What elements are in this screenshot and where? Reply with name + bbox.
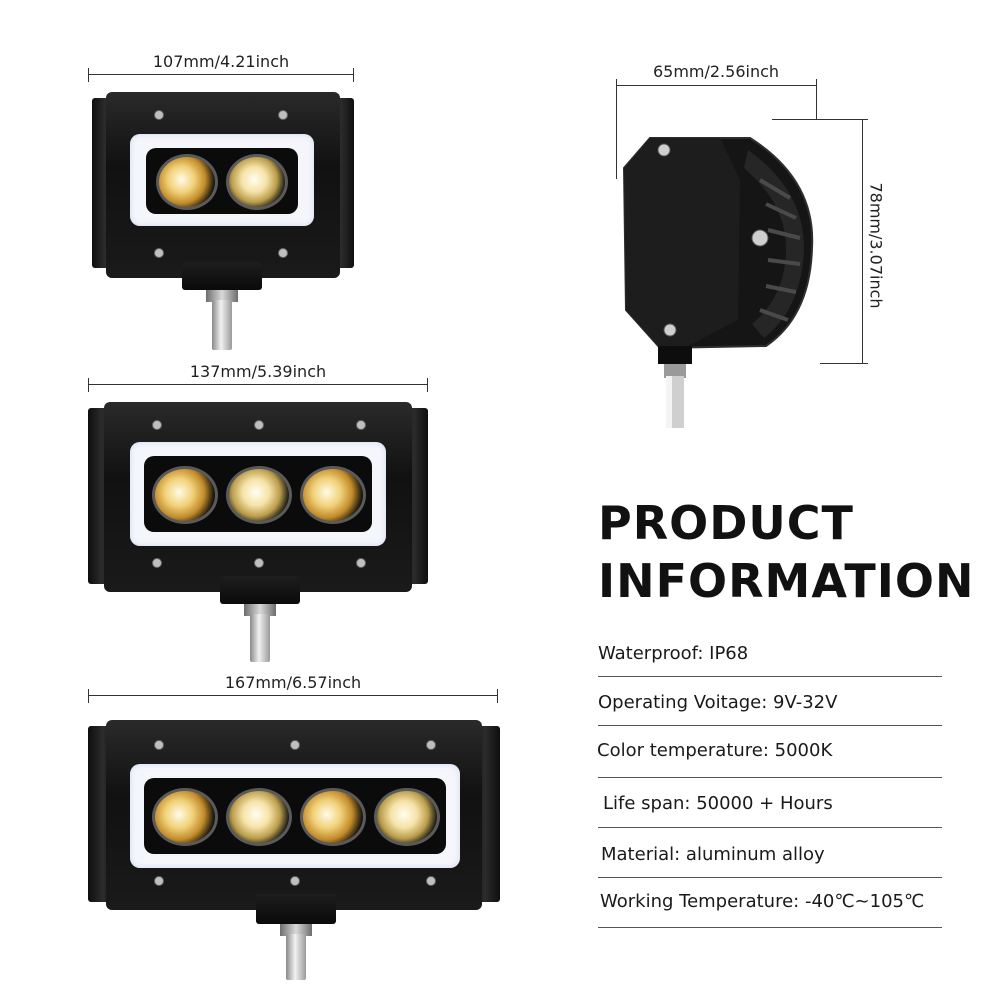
led-lens [152,466,218,524]
bar-large-width-label: 167mm/6.57inch [224,673,362,692]
screw [278,248,288,258]
bar-large-dimension-tick-right [497,689,498,703]
spec-material: Material: aluminum alloy [601,844,825,865]
spec-divider [598,927,942,928]
nut [206,290,238,302]
side-width-tick-left [616,79,617,179]
spec-divider [598,827,942,828]
side-view-lamp [620,120,820,430]
mount-bolt [250,614,270,662]
product-title-line2: INFORMATION [598,554,975,608]
led-lens [300,466,366,524]
screw [426,876,436,886]
screw [154,740,164,750]
bar-medium-dimension-tick-left [88,378,89,392]
side-height-tick-top [772,119,868,120]
screw [356,420,366,430]
side-view-lamp-drawing [622,137,814,428]
product-title-line1: PRODUCT [598,496,854,550]
side-width-dimension-line [616,85,816,86]
mount-bolt [212,300,232,350]
spec-life-span: Life span: 50000 + Hours [603,793,833,814]
spec-divider [598,725,942,726]
nut [280,924,312,936]
side-width-label: 65mm/2.56inch [652,62,780,81]
side-width-tick-right [816,79,817,119]
led-lens [374,788,440,846]
bar-small-dimension-tick-left [88,68,89,82]
mount-bolt [286,934,306,980]
bar-large-dimension-tick-left [88,689,89,703]
spec-divider [598,676,942,677]
spec-working-temperature: Working Temperature: -40℃~105℃ [600,891,925,912]
mount-bracket [220,576,300,604]
light-bar-medium [88,402,428,664]
led-lens [156,154,218,210]
bar-small-dimension-line [88,74,354,75]
led-lens [226,154,288,210]
bar-medium-dimension-tick-right [427,378,428,392]
mount-bracket [182,262,262,290]
screw [154,876,164,886]
bar-small-width-label: 107mm/4.21inch [152,52,290,71]
screw [154,110,164,120]
screw [154,248,164,258]
screw [278,110,288,120]
spec-divider [598,777,942,778]
led-lens [300,788,366,846]
bar-small-dimension-tick-right [353,68,354,82]
screw [356,558,366,568]
led-lens [152,788,218,846]
side-height-label: 78mm/3.07inch [866,182,886,309]
spec-divider [598,877,942,878]
screw [290,740,300,750]
light-bar-small [92,92,354,352]
side-height-dimension-line [862,120,863,364]
spec-color-temperature: Color temperature: 5000K [597,740,833,761]
spec-waterproof: Waterproof: IP68 [598,643,749,664]
mount-bracket [256,894,336,924]
screw [426,740,436,750]
light-bar-large [88,720,500,982]
bar-medium-dimension-line [88,384,428,385]
led-lens [226,788,292,846]
nut [244,604,276,616]
led-lens [226,466,292,524]
screw [290,876,300,886]
bar-large-dimension-line [88,695,498,696]
spec-operating-voltage: Operating Voitage: 9V-32V [598,692,838,713]
side-height-tick-bottom [820,363,868,364]
screw [254,558,264,568]
bar-medium-width-label: 137mm/5.39inch [189,362,327,381]
screw [254,420,264,430]
screw [152,558,162,568]
screw [152,420,162,430]
